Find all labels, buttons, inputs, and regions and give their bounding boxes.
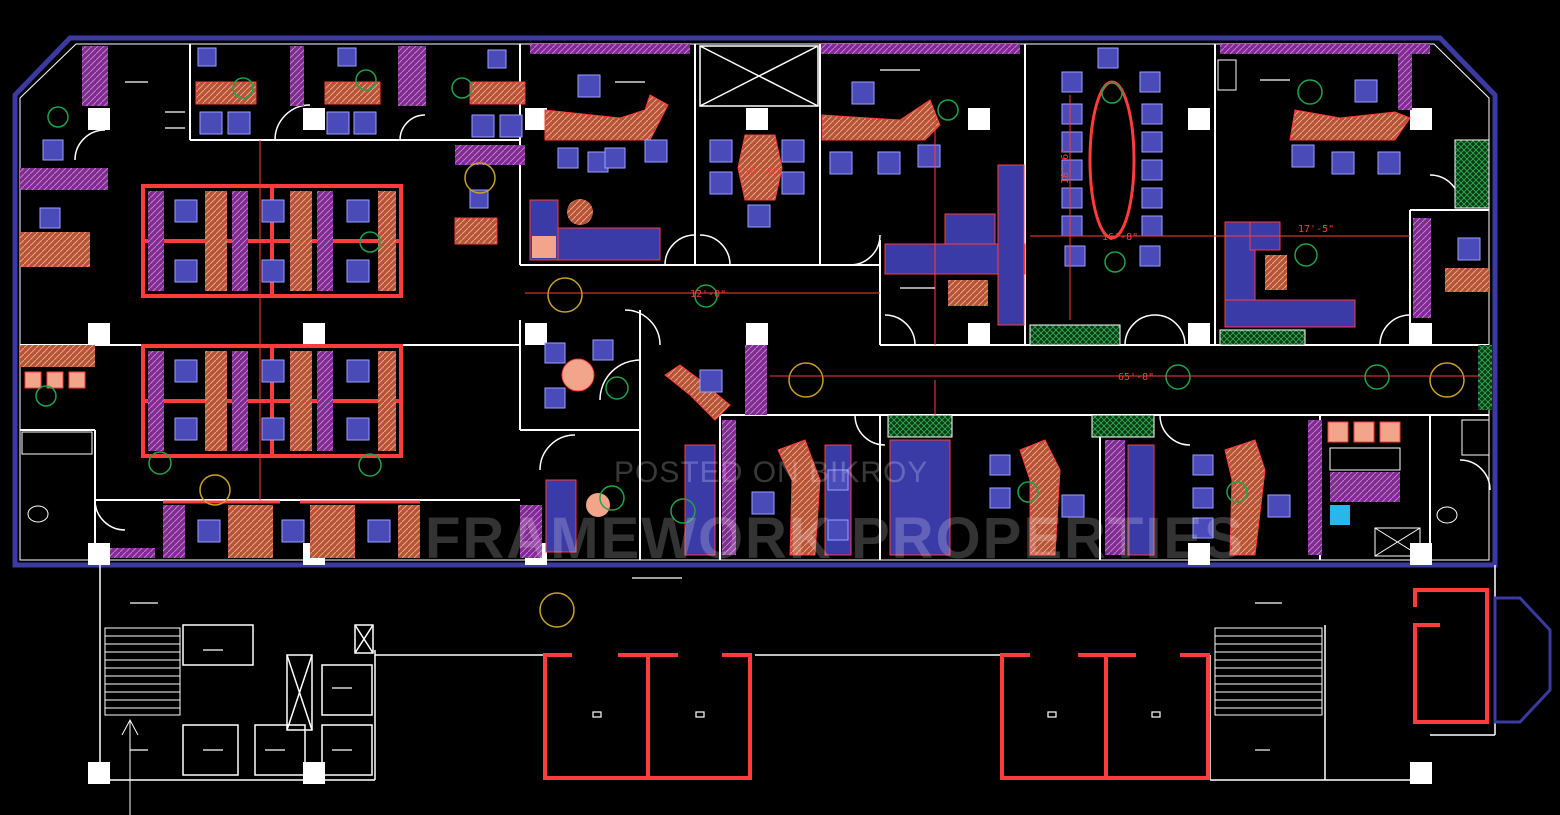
chairs [39,47,1481,543]
dim-board-table-length: 18'-6" [1060,148,1071,184]
shaft-right [1413,588,1489,724]
reception [545,345,767,556]
core-area [99,565,1496,781]
shaft [699,45,819,107]
dim-ceo-room: 17'-5" [1298,224,1334,235]
top-left-cabins [20,46,526,267]
outer-wall-inner-line [19,43,1490,561]
dim-conference-table: 10'-6" [744,167,780,178]
board-room [1029,80,1136,346]
office-2 [821,99,1026,326]
ceo-room [1217,50,1490,346]
interior-walls [20,44,1489,560]
stair-arrow-head [121,718,139,736]
left-utility [20,345,95,523]
staircase-right [1214,627,1323,716]
dim-corridor: 65'-8" [1118,372,1154,383]
workstation-cluster-top [141,184,403,298]
workstation-row-bottom [110,500,542,558]
window-band-top [1220,44,1430,54]
lift-cores [543,653,1210,780]
window-band-top [820,44,1020,54]
watermark-company: FRAMEWORK PROPERTIES [425,506,1245,571]
right-side-room [1413,218,1492,410]
staircase-left [104,627,181,716]
dim-center-span: 12'-0" [690,289,726,300]
workstation-cluster-bottom [141,344,403,458]
meeting-room-small [737,134,783,201]
annotation-marks [125,69,1290,751]
dimension-lines [259,95,1480,500]
dim-board-room-width: 16'-8" [1102,232,1138,243]
window-band-top [530,44,690,54]
plants [35,69,1465,628]
office-1 [529,94,669,261]
outer-wall-bay [1493,596,1552,724]
watermark-posted: POSTED ON BIKROY [614,456,928,489]
